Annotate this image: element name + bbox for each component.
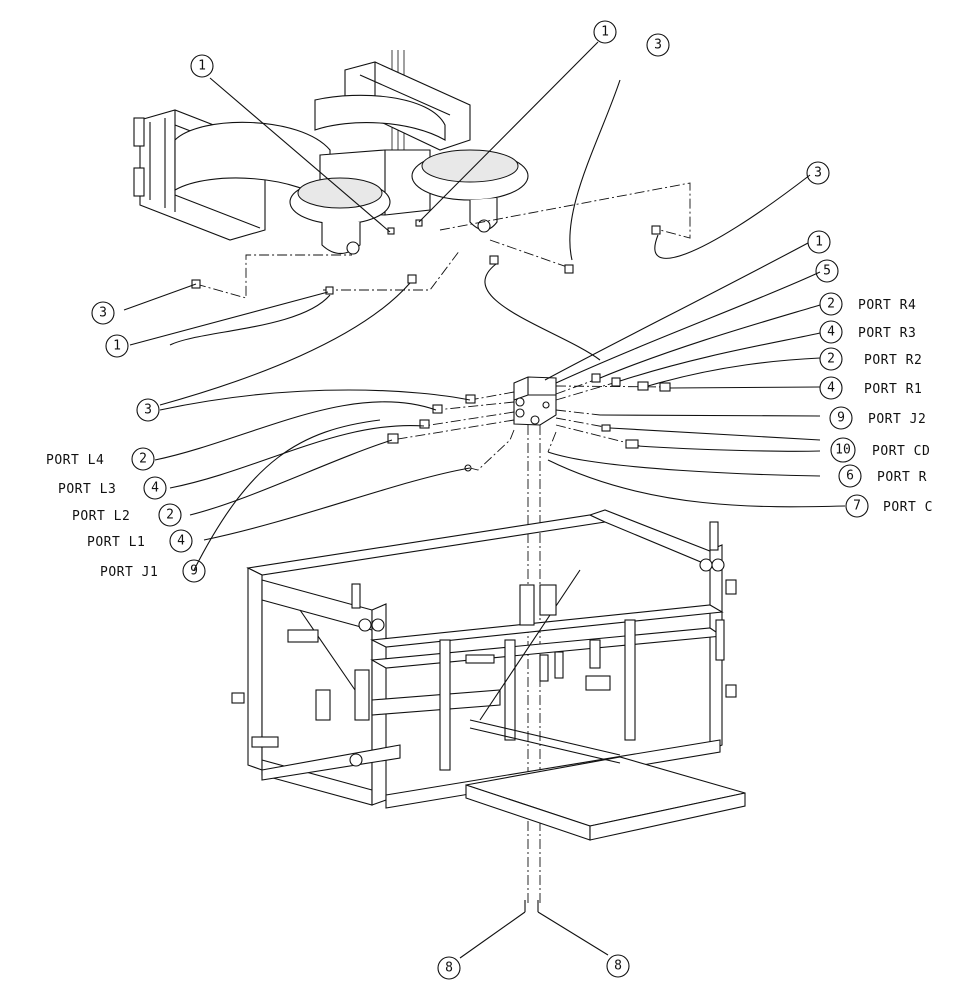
svg-text:9: 9	[190, 564, 198, 579]
port-callout-j1: PORT J1 9	[100, 559, 206, 583]
callout-top-1a: 1	[190, 54, 214, 78]
svg-text:6: 6	[846, 469, 854, 484]
svg-text:1: 1	[815, 235, 823, 250]
port-leader-lines	[154, 242, 846, 571]
port-callout-l3: PORT L3 4	[58, 476, 167, 500]
svg-text:PORT R4: PORT R4	[858, 298, 916, 313]
port-callout-l1: PORT L1 4	[87, 529, 193, 553]
svg-text:3: 3	[814, 166, 822, 181]
svg-text:1: 1	[113, 339, 121, 354]
svg-text:3: 3	[99, 306, 107, 321]
port-callout-r3: 4 PORT R3	[819, 320, 916, 344]
seat-assembly	[133, 50, 529, 255]
svg-text:PORT J1: PORT J1	[100, 565, 158, 580]
callout-1-right: 1	[807, 230, 831, 254]
svg-text:3: 3	[654, 38, 662, 53]
port-callout-c: 7 PORT C	[845, 494, 933, 518]
callout-3-right: 3	[806, 161, 830, 185]
svg-text:4: 4	[827, 381, 835, 396]
svg-text:5: 5	[823, 264, 831, 279]
svg-text:8: 8	[614, 959, 622, 974]
svg-text:1: 1	[601, 25, 609, 40]
svg-text:4: 4	[177, 534, 185, 549]
callout-8-left: 8	[437, 956, 461, 980]
callout-5-right: 5	[815, 259, 839, 283]
svg-text:PORT L3: PORT L3	[58, 482, 116, 497]
svg-text:PORT R2: PORT R2	[864, 353, 922, 368]
svg-text:PORT R3: PORT R3	[858, 326, 916, 341]
svg-text:PORT CD: PORT CD	[872, 444, 930, 459]
svg-text:3: 3	[144, 403, 152, 418]
base-frame	[231, 509, 746, 959]
svg-text:7: 7	[853, 499, 861, 514]
svg-text:PORT R: PORT R	[877, 470, 927, 485]
svg-text:PORT L4: PORT L4	[46, 453, 104, 468]
svg-text:1: 1	[198, 59, 206, 74]
svg-text:4: 4	[827, 325, 835, 340]
callout-1-left: 1	[105, 334, 129, 358]
svg-text:2: 2	[166, 508, 174, 523]
svg-text:PORT C: PORT C	[883, 500, 933, 515]
svg-text:2: 2	[827, 297, 835, 312]
port-fittings	[387, 373, 671, 472]
callout-top-3a: 3	[646, 33, 670, 57]
svg-text:8: 8	[445, 961, 453, 976]
svg-text:PORT R1: PORT R1	[864, 382, 922, 397]
svg-text:10: 10	[835, 443, 851, 458]
svg-text:2: 2	[827, 352, 835, 367]
port-callout-l4: PORT L4 2	[46, 447, 155, 471]
svg-text:PORT J2: PORT J2	[868, 412, 926, 427]
seat-assembly-lines	[195, 182, 691, 299]
svg-text:2: 2	[139, 452, 147, 467]
port-callout-l2: PORT L2 2	[72, 503, 182, 527]
valve-manifold	[513, 376, 557, 905]
port-callout-r2: 2 PORT R2	[819, 347, 922, 371]
callout-3-left: 3	[91, 301, 115, 325]
port-callout-r1: 4 PORT R1	[819, 376, 922, 400]
callout-3-mid: 3	[136, 398, 160, 422]
svg-text:PORT L2: PORT L2	[72, 509, 130, 524]
svg-text:9: 9	[837, 411, 845, 426]
svg-text:PORT L1: PORT L1	[87, 535, 145, 550]
svg-text:4: 4	[151, 481, 159, 496]
port-callout-j2: 9 PORT J2	[829, 406, 926, 430]
port-callout-cd: 10 PORT CD	[830, 437, 930, 463]
callout-8-right: 8	[606, 954, 630, 978]
callout-top-1b: 1	[593, 20, 617, 44]
port-callout-r4: 2 PORT R4	[819, 292, 916, 316]
port-callout-r: 6 PORT R	[838, 464, 927, 488]
seat-fittings	[123, 41, 811, 406]
